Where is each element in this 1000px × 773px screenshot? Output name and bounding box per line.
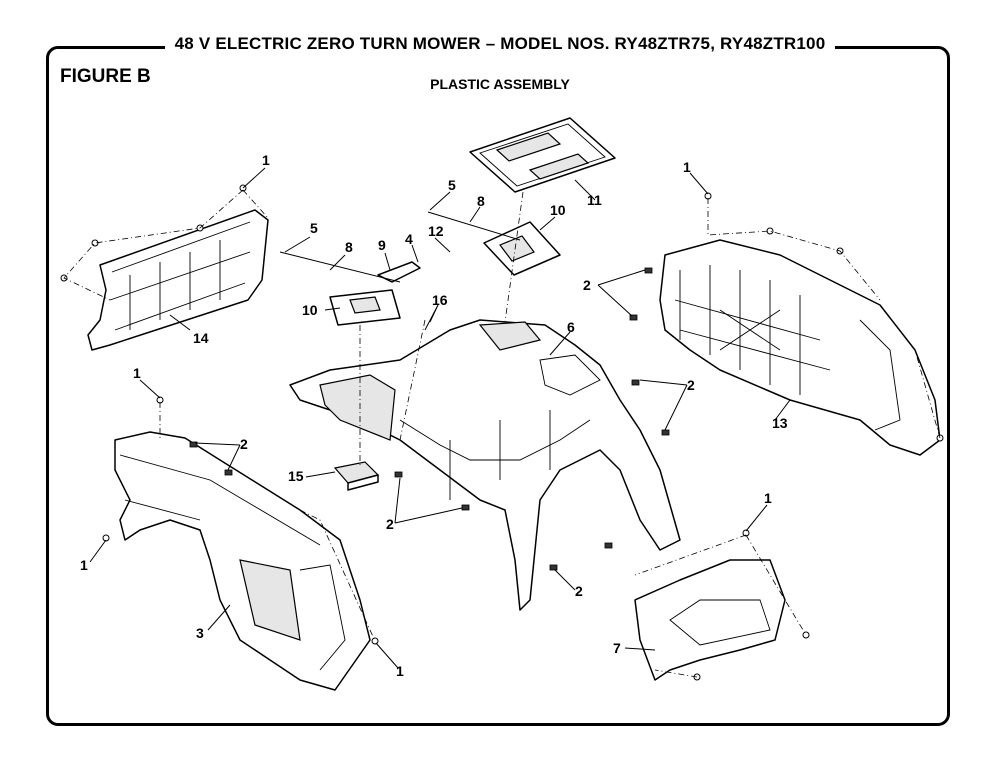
callout-15: 15 (288, 468, 304, 484)
callout-5-upper: 5 (448, 177, 456, 193)
part-3-left-fender (114, 431, 371, 691)
fasteners-part-1 (60, 184, 944, 681)
callout-10: 10 (302, 302, 318, 318)
callout-1-lower-left: 1 (80, 557, 88, 573)
part-10-left-cover (329, 289, 401, 326)
part-11-top-tray (469, 117, 616, 193)
figure-subtitle: PLASTIC ASSEMBLY (430, 76, 570, 92)
part-15-block (333, 461, 380, 491)
callout-2-center: 2 (386, 516, 394, 532)
callout-5: 5 (310, 220, 318, 236)
callout-8: 8 (345, 239, 353, 255)
callout-16: 16 (432, 292, 448, 308)
part-6-main-body (289, 319, 681, 611)
callout-2-right: 2 (687, 377, 695, 393)
callout-10-upper: 10 (550, 202, 566, 218)
part-7-right-front-fender (634, 559, 786, 681)
part-9-small-piece (377, 261, 421, 283)
callout-6: 6 (567, 319, 575, 335)
part-14-rear-panel (87, 209, 269, 351)
callout-7: 7 (613, 640, 621, 656)
callout-2-lower: 2 (575, 583, 583, 599)
part-8-rods (279, 211, 521, 283)
page-header: 48 V ELECTRIC ZERO TURN MOWER – MODEL NO… (0, 34, 1000, 54)
callout-14: 14 (193, 330, 209, 346)
leader-lines (89, 167, 791, 669)
clips-part-2 (189, 267, 670, 571)
alignment-lines (63, 189, 941, 678)
header-title: 48 V ELECTRIC ZERO TURN MOWER – MODEL NO… (164, 34, 836, 53)
callout-1-upper-right: 1 (683, 159, 691, 175)
callout-8-upper: 8 (477, 193, 485, 209)
part-10-right-cover (483, 221, 561, 276)
callout-1-lower-right: 1 (764, 490, 772, 506)
callout-labels: 1 14 5 8 10 9 4 12 5 8 10 11 1 2 2 13 6 … (80, 152, 788, 679)
part-13-right-rear-fender (659, 239, 941, 456)
callout-2-left: 2 (240, 436, 248, 452)
figure-label: FIGURE B (60, 66, 151, 87)
callout-11: 11 (587, 192, 602, 208)
callout-3: 3 (196, 625, 204, 641)
callout-13: 13 (772, 415, 788, 431)
callout-4: 4 (405, 231, 413, 247)
callout-1-bottom: 1 (396, 663, 404, 679)
callout-12: 12 (428, 223, 444, 239)
callout-9: 9 (378, 237, 386, 253)
callout-2-upper-right: 2 (583, 277, 591, 293)
callout-1-left: 1 (133, 365, 141, 381)
callout-1: 1 (262, 152, 270, 168)
